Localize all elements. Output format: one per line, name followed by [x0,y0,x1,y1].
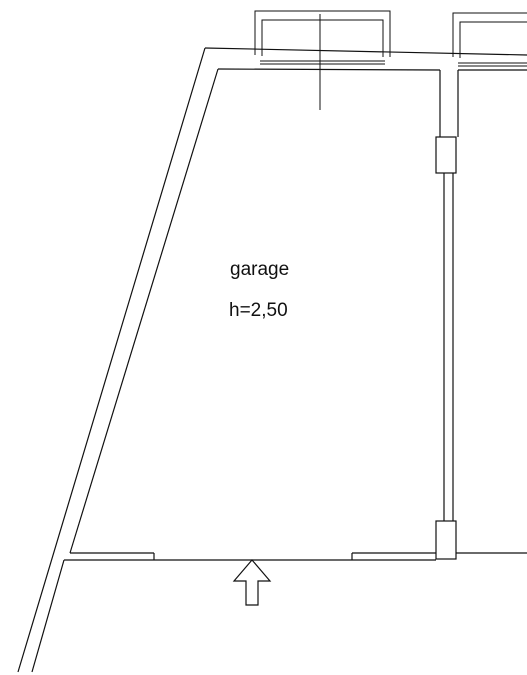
room-name-label: garage [230,259,289,280]
top-window-left [254,10,391,110]
top-window-right [452,12,527,67]
right-partition-wall [435,70,459,560]
top-wall [204,47,527,71]
pillar-lower [435,520,457,560]
left-outer-wall [17,47,219,673]
pillar-upper [435,136,457,174]
room-height-label: h=2,50 [229,300,288,321]
bottom-wall [64,552,527,561]
entrance-arrow-icon [232,559,272,606]
